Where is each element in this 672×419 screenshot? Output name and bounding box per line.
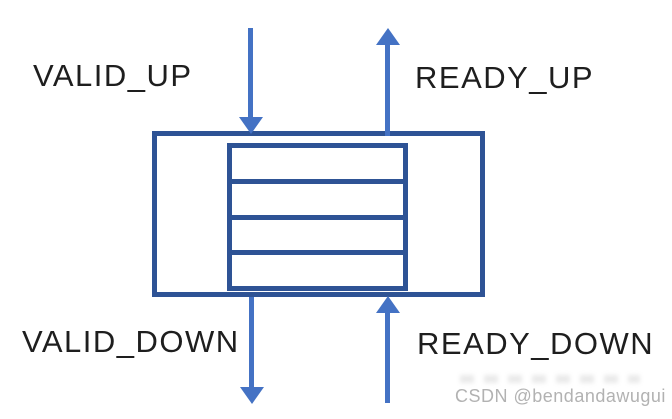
label-ready-up: READY_UP: [415, 60, 595, 95]
valid-down-arrowhead-icon: [240, 387, 264, 404]
buffer-slot: [232, 183, 403, 215]
watermark-smudge: [460, 375, 640, 383]
ready-up-arrow-stem: [385, 44, 390, 136]
module-box: [152, 131, 485, 297]
label-valid-up: VALID_UP: [33, 58, 193, 93]
ready-up-arrowhead-icon: [376, 28, 400, 45]
valid-up-arrowhead-icon: [239, 117, 263, 134]
valid-up-arrow-stem: [248, 28, 253, 118]
valid-down-arrow-stem: [249, 297, 254, 388]
label-ready-down: READY_DOWN: [417, 326, 655, 361]
buffer-slot: [232, 148, 403, 179]
buffer-slot: [232, 219, 403, 251]
ready-down-arrowhead-icon: [376, 296, 400, 313]
ready-down-arrow-stem: [385, 312, 390, 403]
fifo-buffer: [227, 143, 408, 291]
buffer-slot: [232, 255, 403, 286]
watermark: CSDN @bendandawugui: [455, 386, 666, 406]
label-valid-down: VALID_DOWN: [22, 324, 240, 359]
